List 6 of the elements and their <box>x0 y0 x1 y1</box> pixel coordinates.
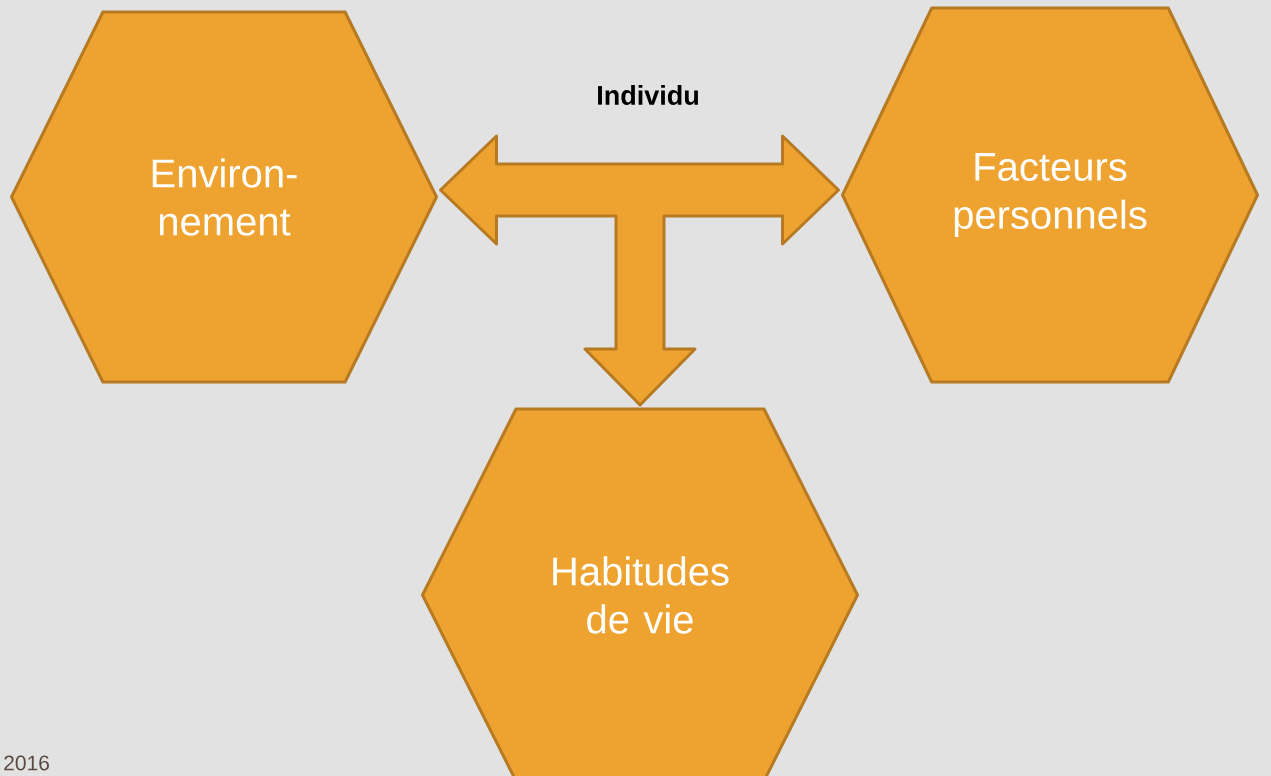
hexagon: Environ- nement <box>10 10 438 384</box>
block-arrow <box>439 134 840 407</box>
hexagon: Habitudes de vie <box>421 407 859 776</box>
hexagon: Facteurs personnels <box>841 6 1259 384</box>
label-text: Individu <box>598 85 698 105</box>
label-text: 2016 <box>4 755 49 771</box>
